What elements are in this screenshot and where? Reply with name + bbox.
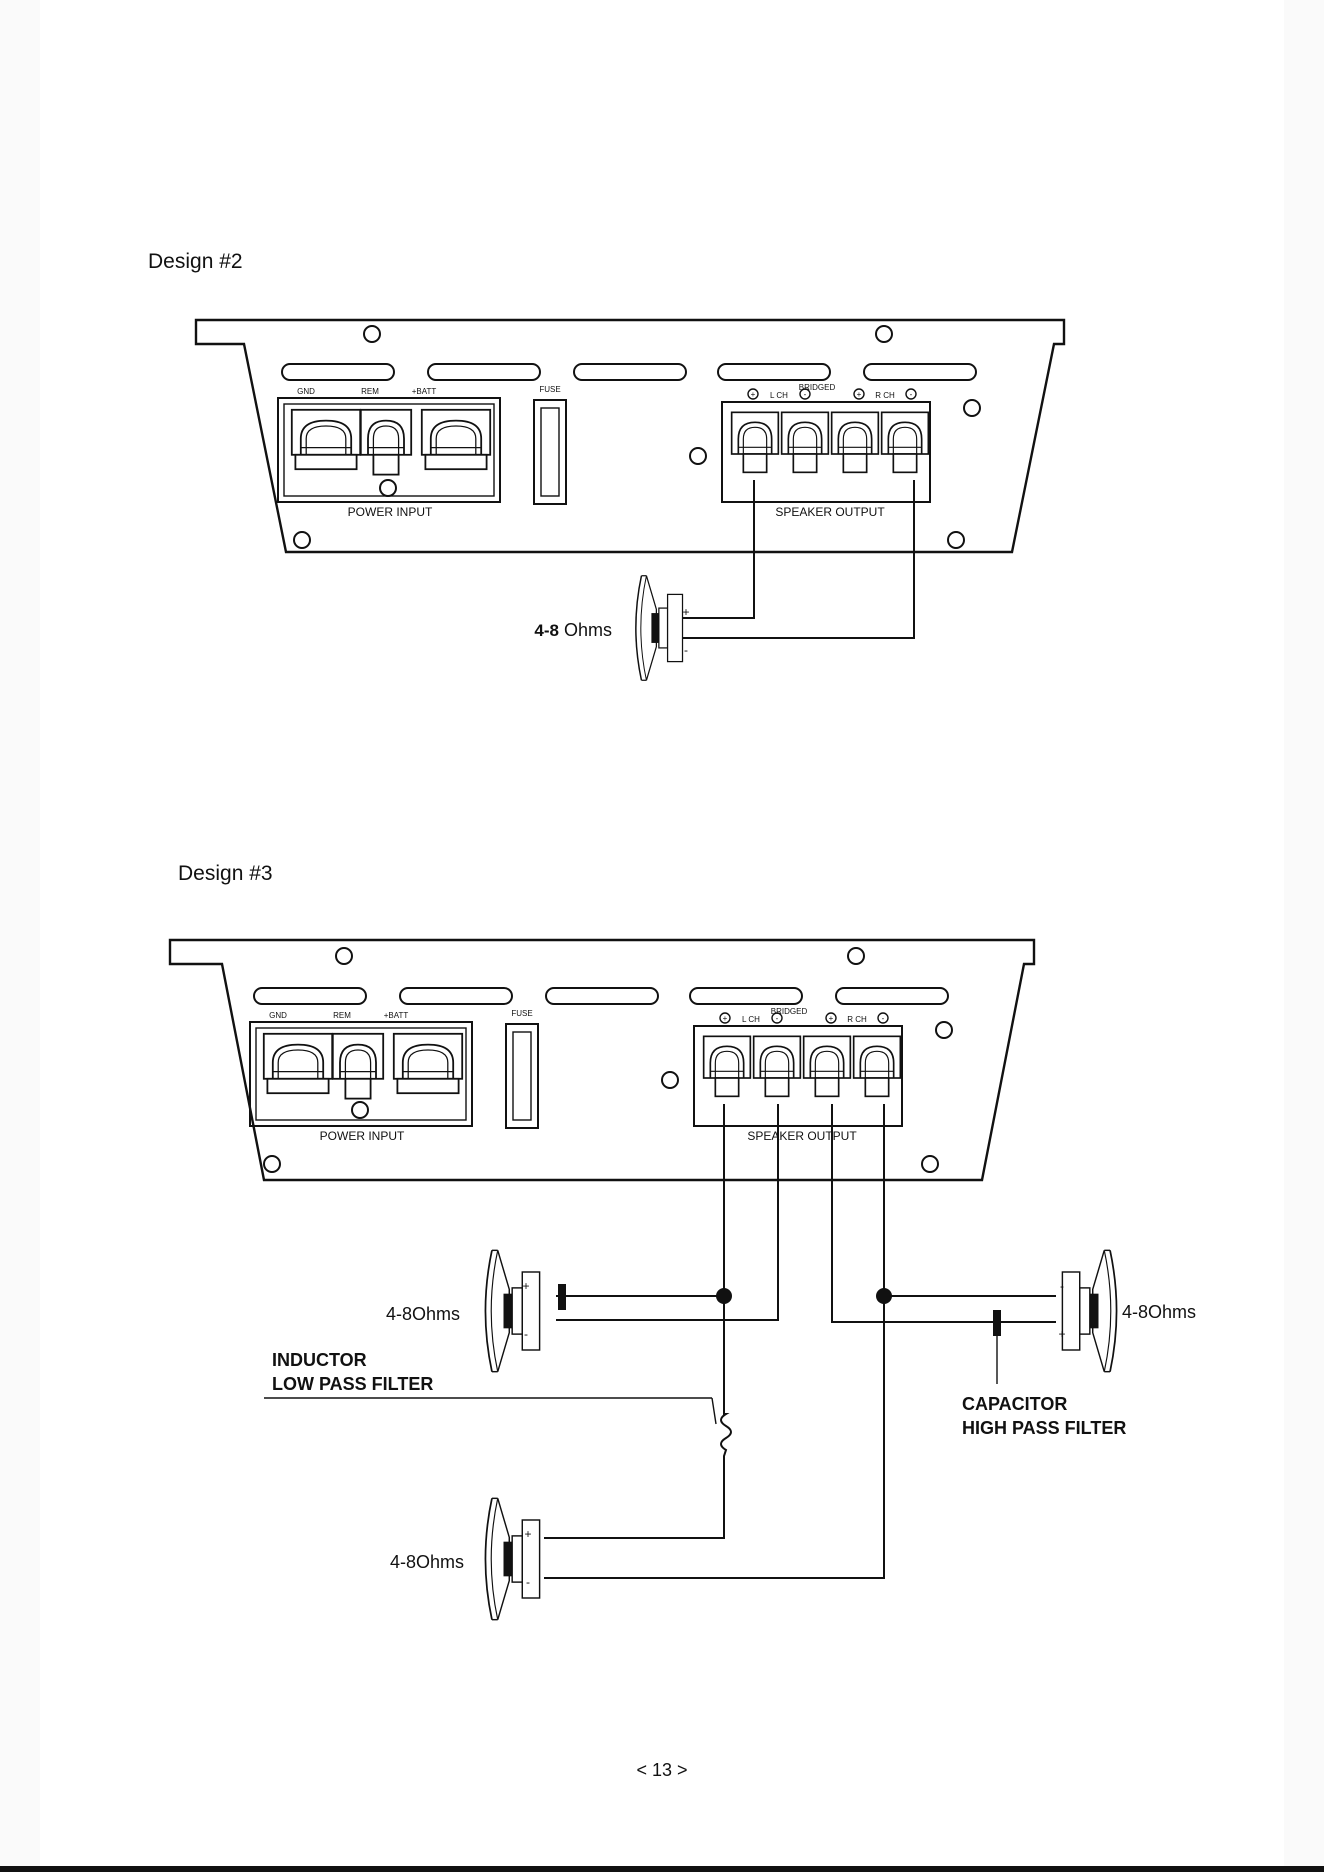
batt-terminal xyxy=(422,410,490,469)
inductor-label: INDUCTOR xyxy=(272,1350,367,1370)
rem-label: REM xyxy=(361,387,379,396)
batt-terminal xyxy=(394,1034,462,1093)
batt-label: +BATT xyxy=(412,387,437,396)
design2-impedance: 4-8 Ohms xyxy=(534,620,612,640)
capacitor-mid-icon xyxy=(558,1284,566,1310)
bottom-border xyxy=(0,1866,1324,1872)
tweeter-speaker-plus: + xyxy=(1058,1327,1065,1341)
batt-label: +BATT xyxy=(384,1011,409,1020)
svg-text:+: + xyxy=(857,390,862,399)
tweeter-speaker-impedance: 4-8Ohms xyxy=(1122,1302,1196,1322)
svg-text:-: - xyxy=(776,1014,779,1023)
woofer-speaker-plus: + xyxy=(524,1527,531,1541)
tweeter-speaker-minus: - xyxy=(1060,1279,1064,1293)
speaker-output-label: SPEAKER OUTPUT xyxy=(775,505,885,519)
mid-speaker-plus: + xyxy=(522,1279,529,1293)
fuse-label: FUSE xyxy=(511,1009,532,1018)
r-ch-label: R CH xyxy=(847,1015,867,1024)
design3-diagram: Design #3 GND REM +BATT POWER INPUT FUSE… xyxy=(170,862,1196,1620)
mid-speaker-minus: - xyxy=(524,1327,528,1341)
power-input-label: POWER INPUT xyxy=(348,505,433,519)
gnd-label: GND xyxy=(269,1011,287,1020)
design2-speaker xyxy=(636,576,683,681)
design3-title: Design #3 xyxy=(178,862,273,885)
woofer-speaker-minus: - xyxy=(526,1575,530,1589)
power-input-label: POWER INPUT xyxy=(320,1129,405,1143)
gnd-terminal xyxy=(264,1034,332,1093)
page-number: < 13 > xyxy=(636,1760,687,1780)
rem-label: REM xyxy=(333,1011,351,1020)
svg-text:-: - xyxy=(882,1014,885,1023)
speaker-plus: + xyxy=(682,605,689,619)
svg-text:-: - xyxy=(910,390,913,399)
capacitor-tweeter-icon xyxy=(993,1310,1001,1336)
woofer-speaker-impedance: 4-8Ohms xyxy=(390,1552,464,1572)
l-ch-label: L CH xyxy=(770,391,788,400)
mid-speaker-impedance: 4-8Ohms xyxy=(386,1304,460,1324)
speaker-minus: - xyxy=(684,643,688,657)
svg-text:+: + xyxy=(723,1014,728,1023)
fuse-label: FUSE xyxy=(539,385,560,394)
gnd-terminal xyxy=(292,410,360,469)
design2-diagram: Design #2 GND REM +BATT POWER INPUT FUSE… xyxy=(148,250,1064,680)
minus-sign: - xyxy=(804,390,807,399)
capacitor-type-label: HIGH PASS FILTER xyxy=(962,1418,1126,1438)
design2-title: Design #2 xyxy=(148,250,243,273)
junction-dot xyxy=(716,1288,732,1304)
junction-dot xyxy=(876,1288,892,1304)
inductor-type-label: LOW PASS FILTER xyxy=(272,1374,433,1394)
woofer-speaker xyxy=(485,1498,539,1619)
capacitor-label: CAPACITOR xyxy=(962,1394,1067,1414)
mid-speaker xyxy=(485,1250,539,1371)
r-ch-label: R CH xyxy=(875,391,895,400)
l-ch-label: L CH xyxy=(742,1015,760,1024)
gnd-label: GND xyxy=(297,387,315,396)
svg-text:+: + xyxy=(829,1014,834,1023)
speaker-output-label: SPEAKER OUTPUT xyxy=(747,1129,857,1143)
plus-sign: + xyxy=(751,390,756,399)
tweeter-speaker xyxy=(1062,1250,1116,1371)
